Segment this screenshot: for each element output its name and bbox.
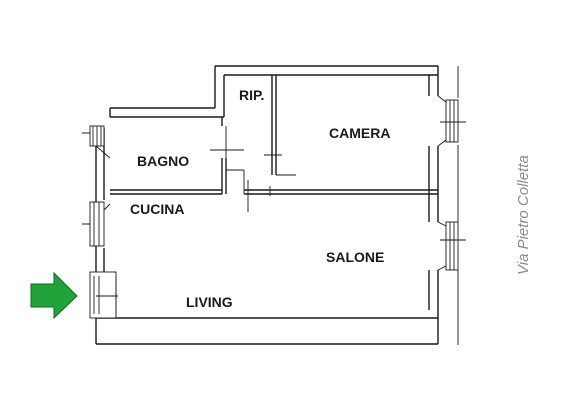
window-salone — [437, 221, 466, 271]
window-cucina — [89, 201, 111, 247]
room-label-salone: SALONE — [326, 249, 384, 265]
room-label-bagno: BAGNO — [137, 153, 189, 169]
doors — [82, 126, 282, 225]
room-label-rip: RIP. — [239, 87, 264, 103]
window-bagno — [89, 125, 111, 159]
window-camera — [437, 95, 466, 147]
street-label: Via Pietro Colletta — [515, 155, 532, 275]
window-living — [89, 271, 118, 319]
room-label-camera: CAMERA — [329, 125, 390, 141]
interior-walls — [110, 75, 438, 195]
entrance-arrow-icon — [30, 271, 78, 320]
room-label-cucina: CUCINA — [130, 201, 184, 217]
room-label-living: LIVING — [186, 294, 233, 310]
